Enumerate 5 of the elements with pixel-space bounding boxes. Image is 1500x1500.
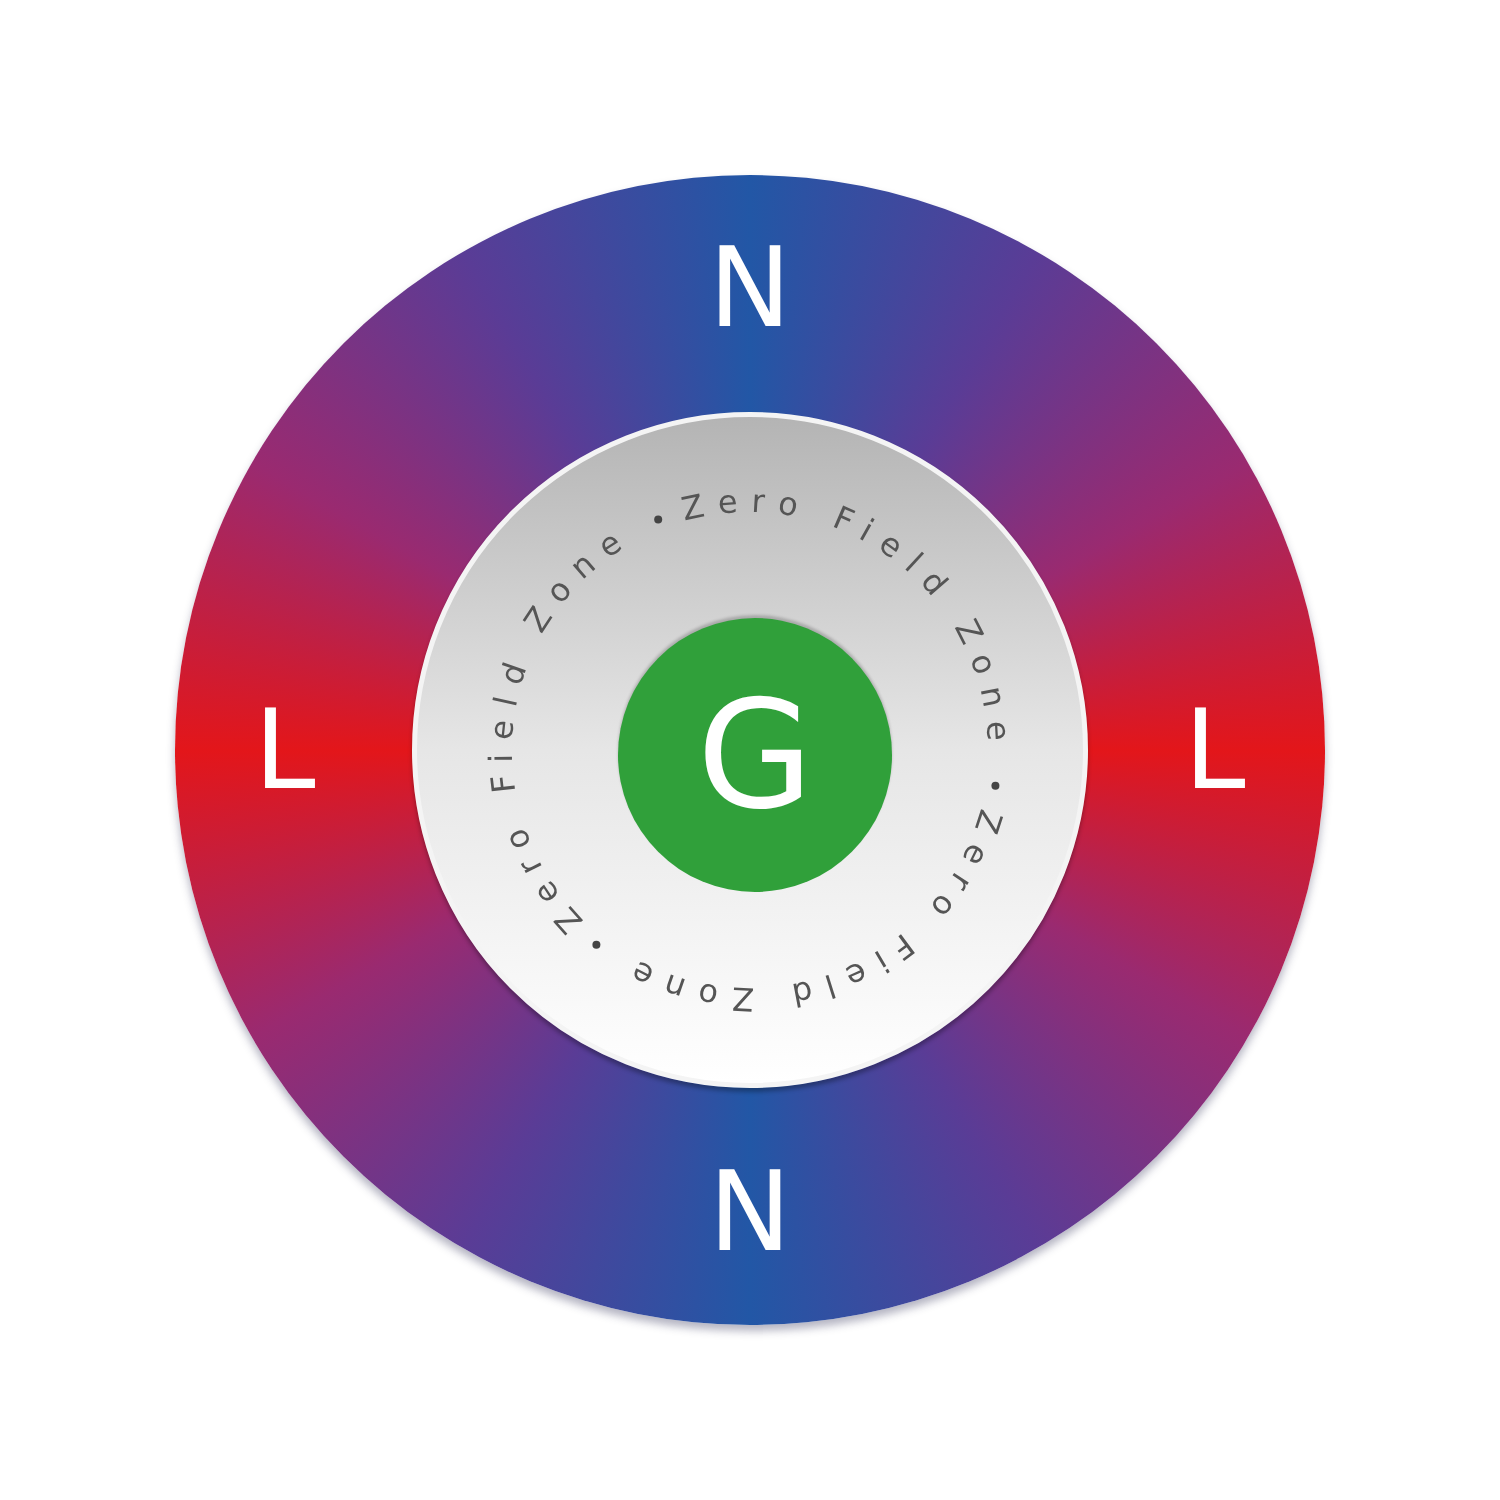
- pole-letter: N: [708, 233, 792, 343]
- pole-letter: N: [708, 1157, 792, 1267]
- pole-letter: L: [254, 695, 316, 805]
- pole-letter: L: [1184, 695, 1246, 805]
- center-letter: G: [696, 680, 814, 830]
